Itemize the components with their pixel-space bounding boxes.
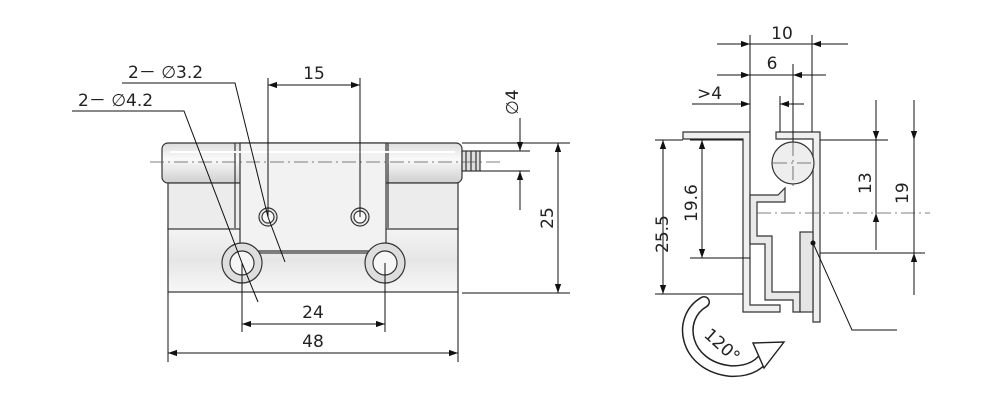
dim-48 bbox=[167, 292, 459, 362]
large-hole-callout: 2－ ∅4.2 bbox=[78, 91, 153, 111]
small-hole-callout: 2－ ∅3.2 bbox=[128, 63, 203, 83]
detail-leader bbox=[812, 242, 897, 331]
clearance-label: >4 bbox=[697, 84, 722, 104]
total-width-label: 48 bbox=[302, 332, 324, 352]
width-10-label: 10 bbox=[771, 24, 793, 44]
dim-pin-diameter bbox=[480, 118, 530, 210]
dim-19 bbox=[820, 100, 925, 295]
hole-spacing-top-label: 15 bbox=[303, 64, 325, 84]
height-25-5-label: 25.5 bbox=[653, 215, 673, 253]
side-view: 10 6 >4 25.5 19.6 bbox=[653, 24, 930, 378]
hinge-profile bbox=[682, 131, 821, 323]
width-6-label: 6 bbox=[767, 54, 778, 74]
front-view: 2－ ∅3.2 2－ ∅4.2 15 ∅4 25 bbox=[72, 63, 570, 362]
dim-19-6 bbox=[690, 139, 750, 259]
dim-10 bbox=[717, 35, 848, 132]
height-label: 25 bbox=[538, 207, 558, 229]
hole-spacing-bottom-label: 24 bbox=[302, 303, 324, 323]
callout-leaders bbox=[72, 82, 286, 303]
height-19-label: 19 bbox=[893, 182, 913, 204]
dim-6 bbox=[717, 64, 826, 142]
height-19-6-label: 19.6 bbox=[682, 184, 702, 222]
dim-24 bbox=[241, 263, 386, 332]
hinge-body bbox=[161, 142, 481, 293]
dim-clearance bbox=[692, 96, 804, 132]
dim-15 bbox=[267, 78, 361, 217]
dim-13 bbox=[820, 100, 888, 250]
dim-25 bbox=[462, 142, 570, 294]
dim-25-5 bbox=[655, 139, 743, 295]
height-13-label: 13 bbox=[856, 172, 876, 194]
rotation-arrow-icon bbox=[681, 296, 786, 378]
pin-diameter-label: ∅4 bbox=[503, 89, 523, 115]
